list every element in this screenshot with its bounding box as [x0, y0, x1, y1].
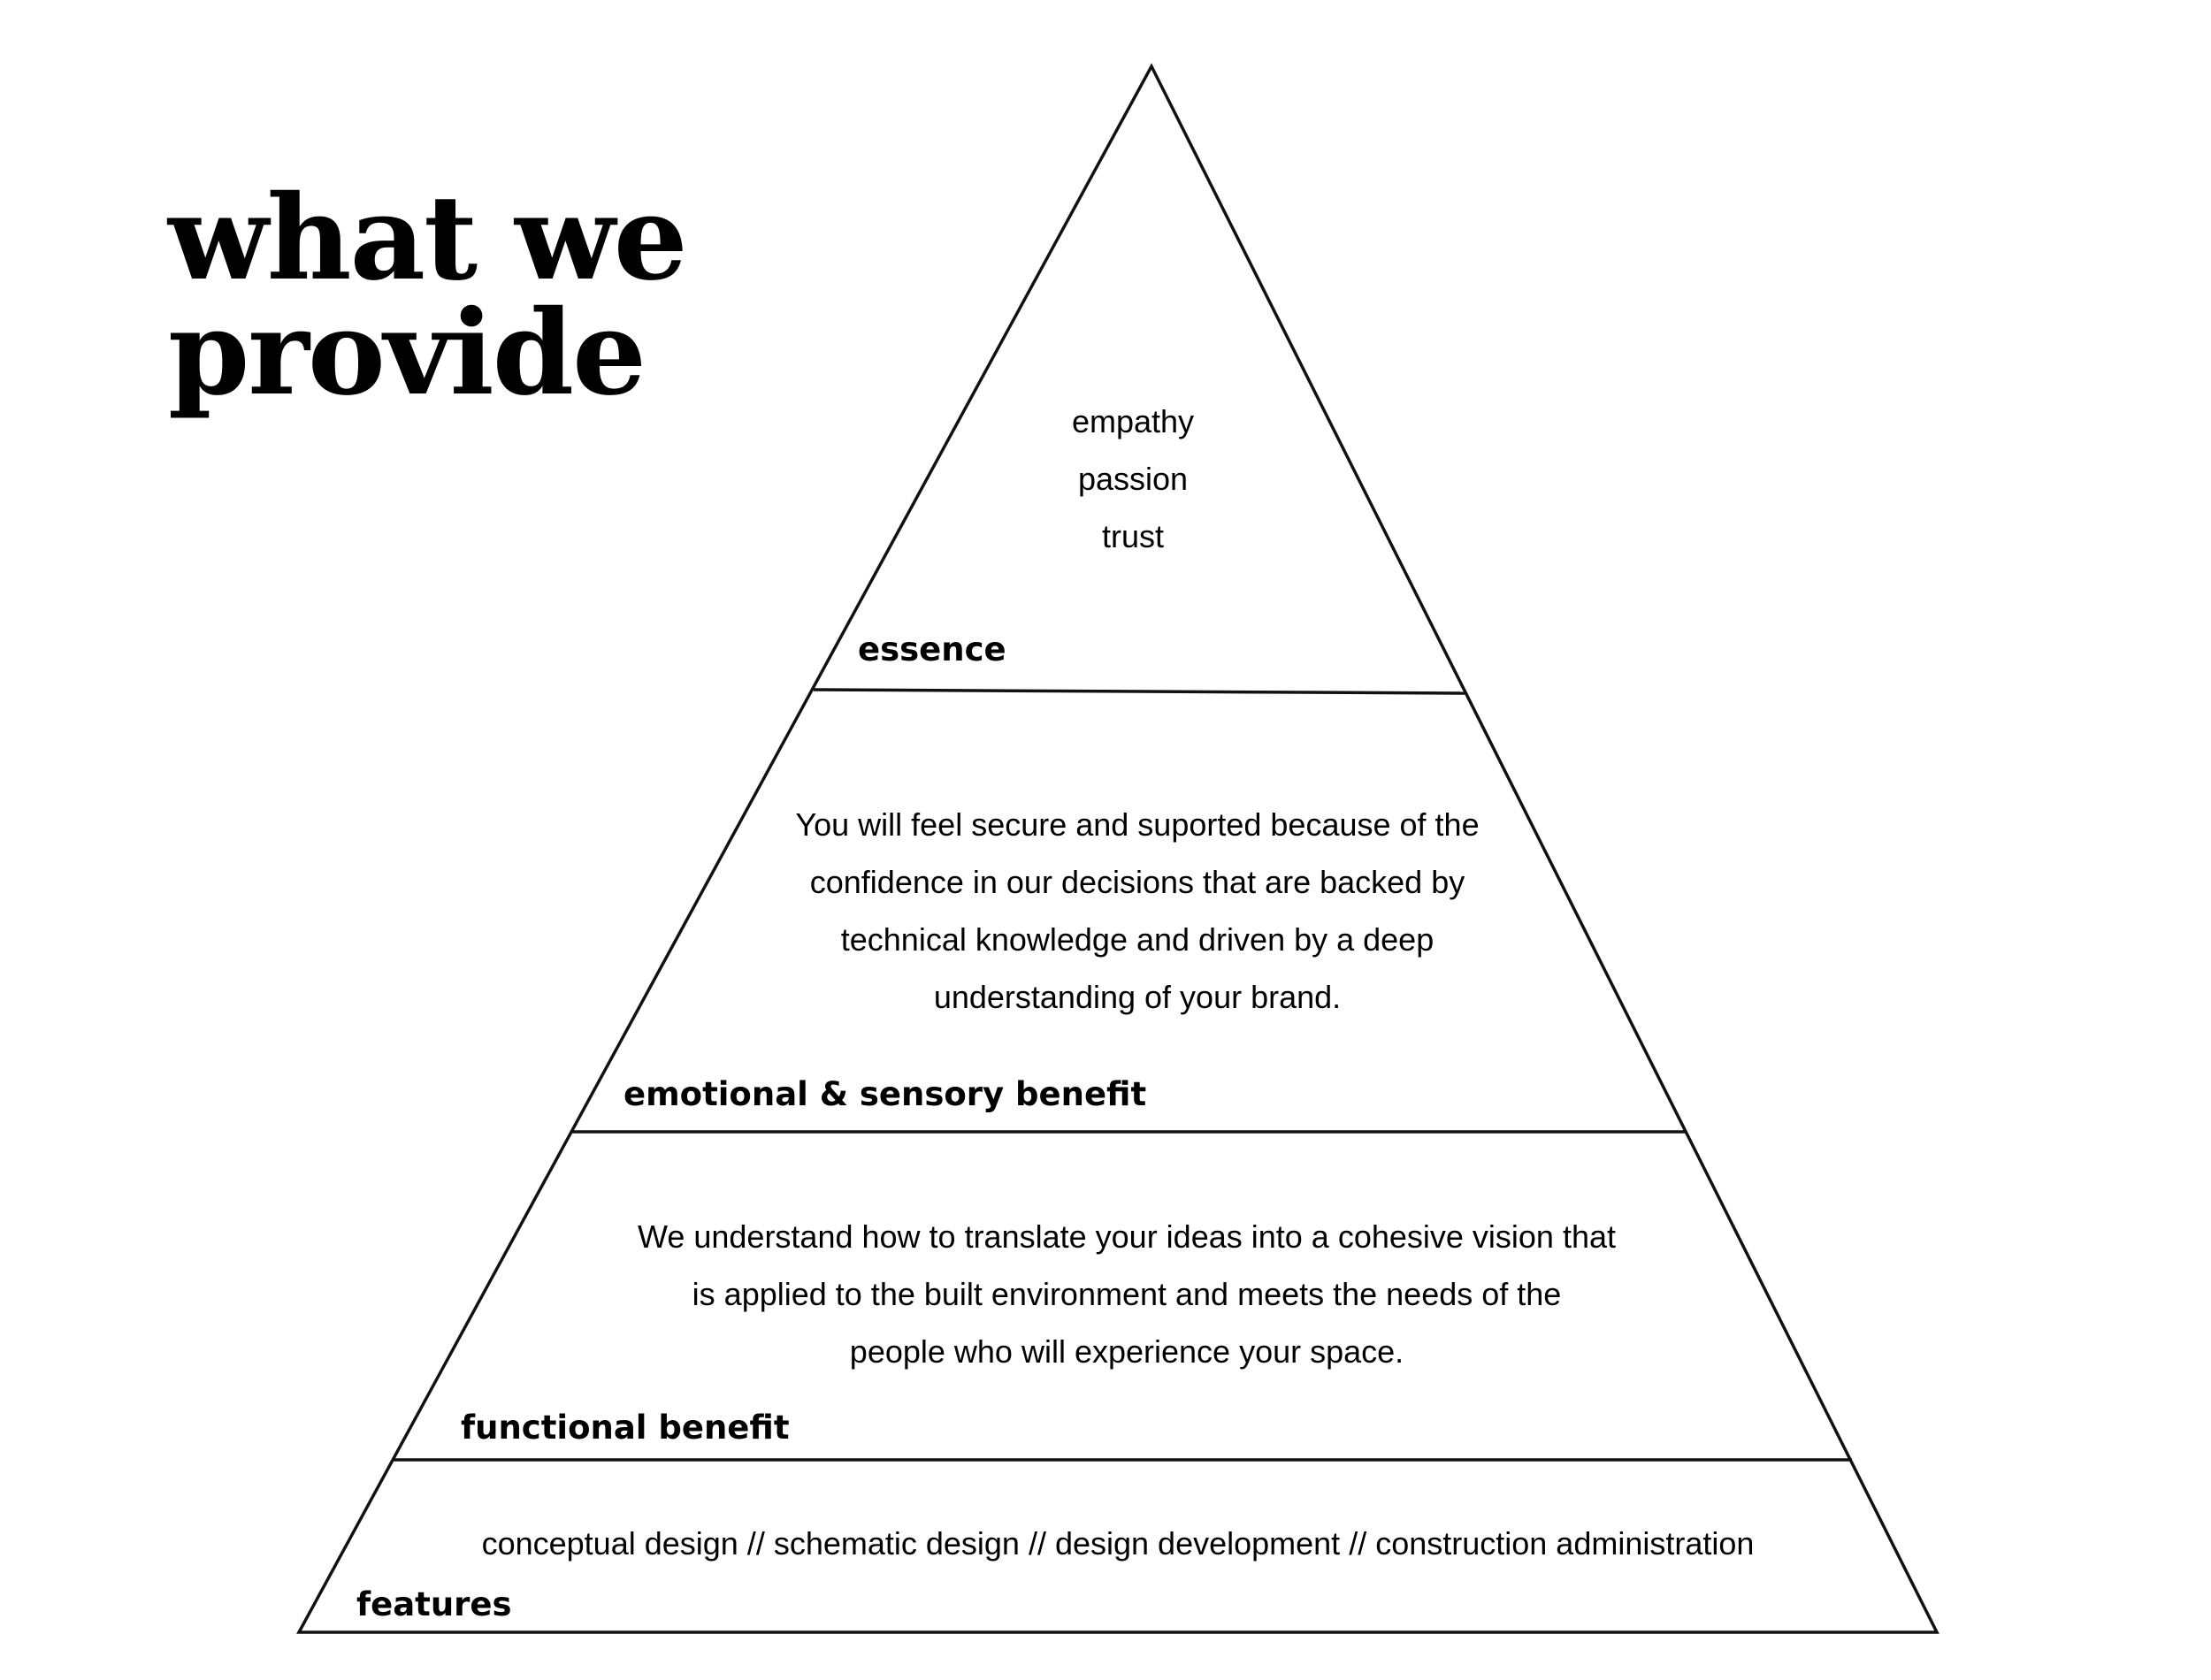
emotional-line-2: confidence in our decisions that are bac… — [809, 864, 1465, 900]
functional-line-3: people who will experience your space. — [849, 1333, 1404, 1370]
tier-label-essence: essence — [858, 630, 1006, 668]
tier-label-features: features — [356, 1585, 512, 1623]
emotional-line-1: You will feel secure and suported becaus… — [795, 806, 1480, 843]
features-line: conceptual design // schematic design //… — [481, 1525, 1755, 1562]
features-list: conceptual design // schematic design //… — [482, 1519, 1755, 1569]
page-title-line-2: provide — [168, 285, 646, 422]
emotional-line-4: understanding of your brand. — [933, 979, 1342, 1015]
essence-values: empathy passion trust — [1072, 393, 1194, 565]
essence-value-passion: passion — [1077, 461, 1189, 497]
functional-line-2: is applied to the built environment and … — [692, 1276, 1562, 1312]
emotional-line-3: technical knowledge and driven by a deep — [840, 921, 1434, 958]
essence-value-empathy: empathy — [1071, 403, 1195, 439]
page-title: what we provide — [168, 170, 688, 422]
pyramid-outline — [296, 63, 1939, 1634]
tier-label-functional: functional benefit — [461, 1409, 790, 1447]
functional-benefit-description: We understand how to translate your idea… — [638, 1208, 1616, 1380]
tier-label-emotional: emotional & sensory benefit — [624, 1075, 1147, 1113]
essence-value-trust: trust — [1101, 518, 1165, 554]
functional-line-1: We understand how to translate your idea… — [638, 1218, 1616, 1255]
page-title-line-1: what we — [168, 170, 688, 307]
divider-essence — [813, 688, 1465, 695]
emotional-benefit-description: You will feel secure and suported becaus… — [795, 796, 1479, 1026]
